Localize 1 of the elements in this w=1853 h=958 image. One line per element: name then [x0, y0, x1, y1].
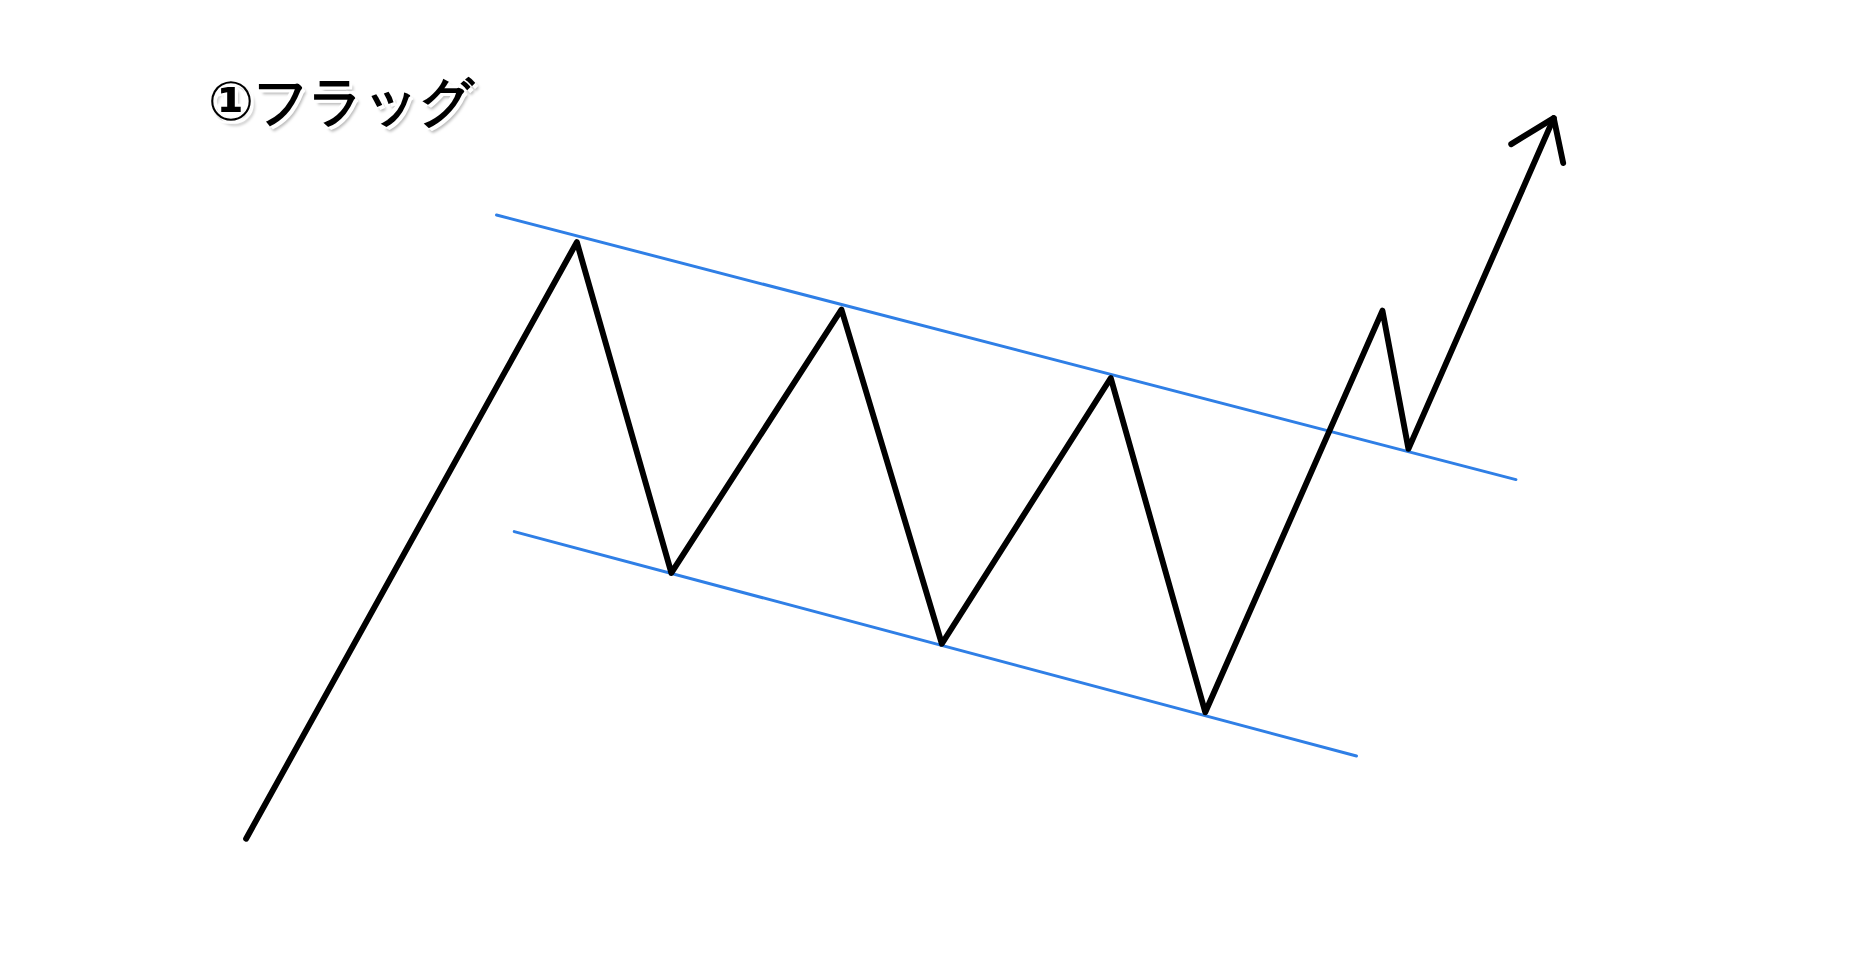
chart-title: ①フラッグ	[208, 72, 474, 132]
